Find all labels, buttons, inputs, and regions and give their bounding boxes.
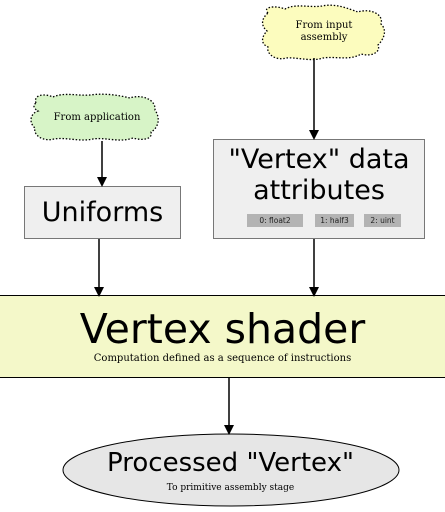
- attribute-chip-0: 0: float2: [247, 214, 303, 227]
- vertex-attributes-title-line1: "Vertex" data: [228, 144, 410, 175]
- processed-vertex-subtitle: To primitive assembly stage: [166, 483, 295, 493]
- attribute-chip-1: 1: half3: [315, 214, 354, 227]
- input-assembly-label: From input assembly: [295, 20, 353, 43]
- vertex-attributes-box: "Vertex" data attributes 0: float2 1: ha…: [213, 139, 425, 239]
- application-label: From application: [53, 112, 141, 123]
- processed-vertex-title: Processed "Vertex": [107, 448, 354, 478]
- input-assembly-cloud: From input assembly: [276, 20, 372, 44]
- vertex-shader-band: Vertex shader Computation defined as a s…: [0, 295, 445, 378]
- uniforms-box: Uniforms: [24, 186, 181, 239]
- application-cloud: From application: [40, 112, 154, 124]
- vertex-shader-subtitle: Computation defined as a sequence of ins…: [93, 353, 352, 364]
- uniforms-label: Uniforms: [41, 197, 164, 228]
- vertex-shader-title: Vertex shader: [79, 305, 366, 353]
- attribute-chip-2: 2: uint: [364, 214, 401, 227]
- vertex-attributes-title-line2: attributes: [253, 175, 385, 206]
